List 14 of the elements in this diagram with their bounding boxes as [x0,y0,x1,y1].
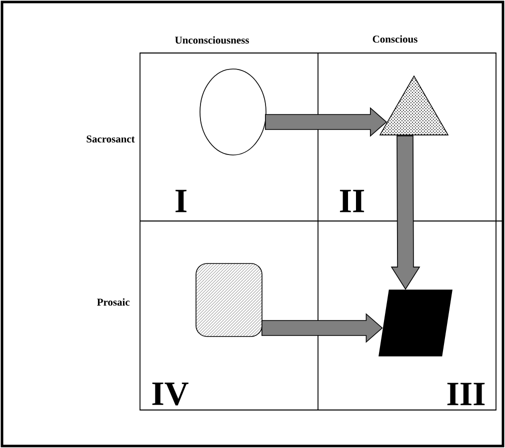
quadrant-numeral: II [340,190,364,212]
block-arrow [390,135,420,290]
column-header: Unconsciousness [175,36,249,44]
row-header: Sacrosanct [86,135,135,143]
rounded-square-shape [196,263,262,337]
parallelogram-shape [378,290,452,356]
row-header: Prosaic [97,298,130,306]
column-header: Conscious [372,35,418,43]
quadrant-numeral: IV [152,382,188,406]
quadrant-numeral: I [176,190,186,212]
block-arrow [265,107,387,137]
block-arrow [262,313,383,343]
quadrant-numeral: III [447,382,485,406]
ellipse-shape [200,68,266,156]
